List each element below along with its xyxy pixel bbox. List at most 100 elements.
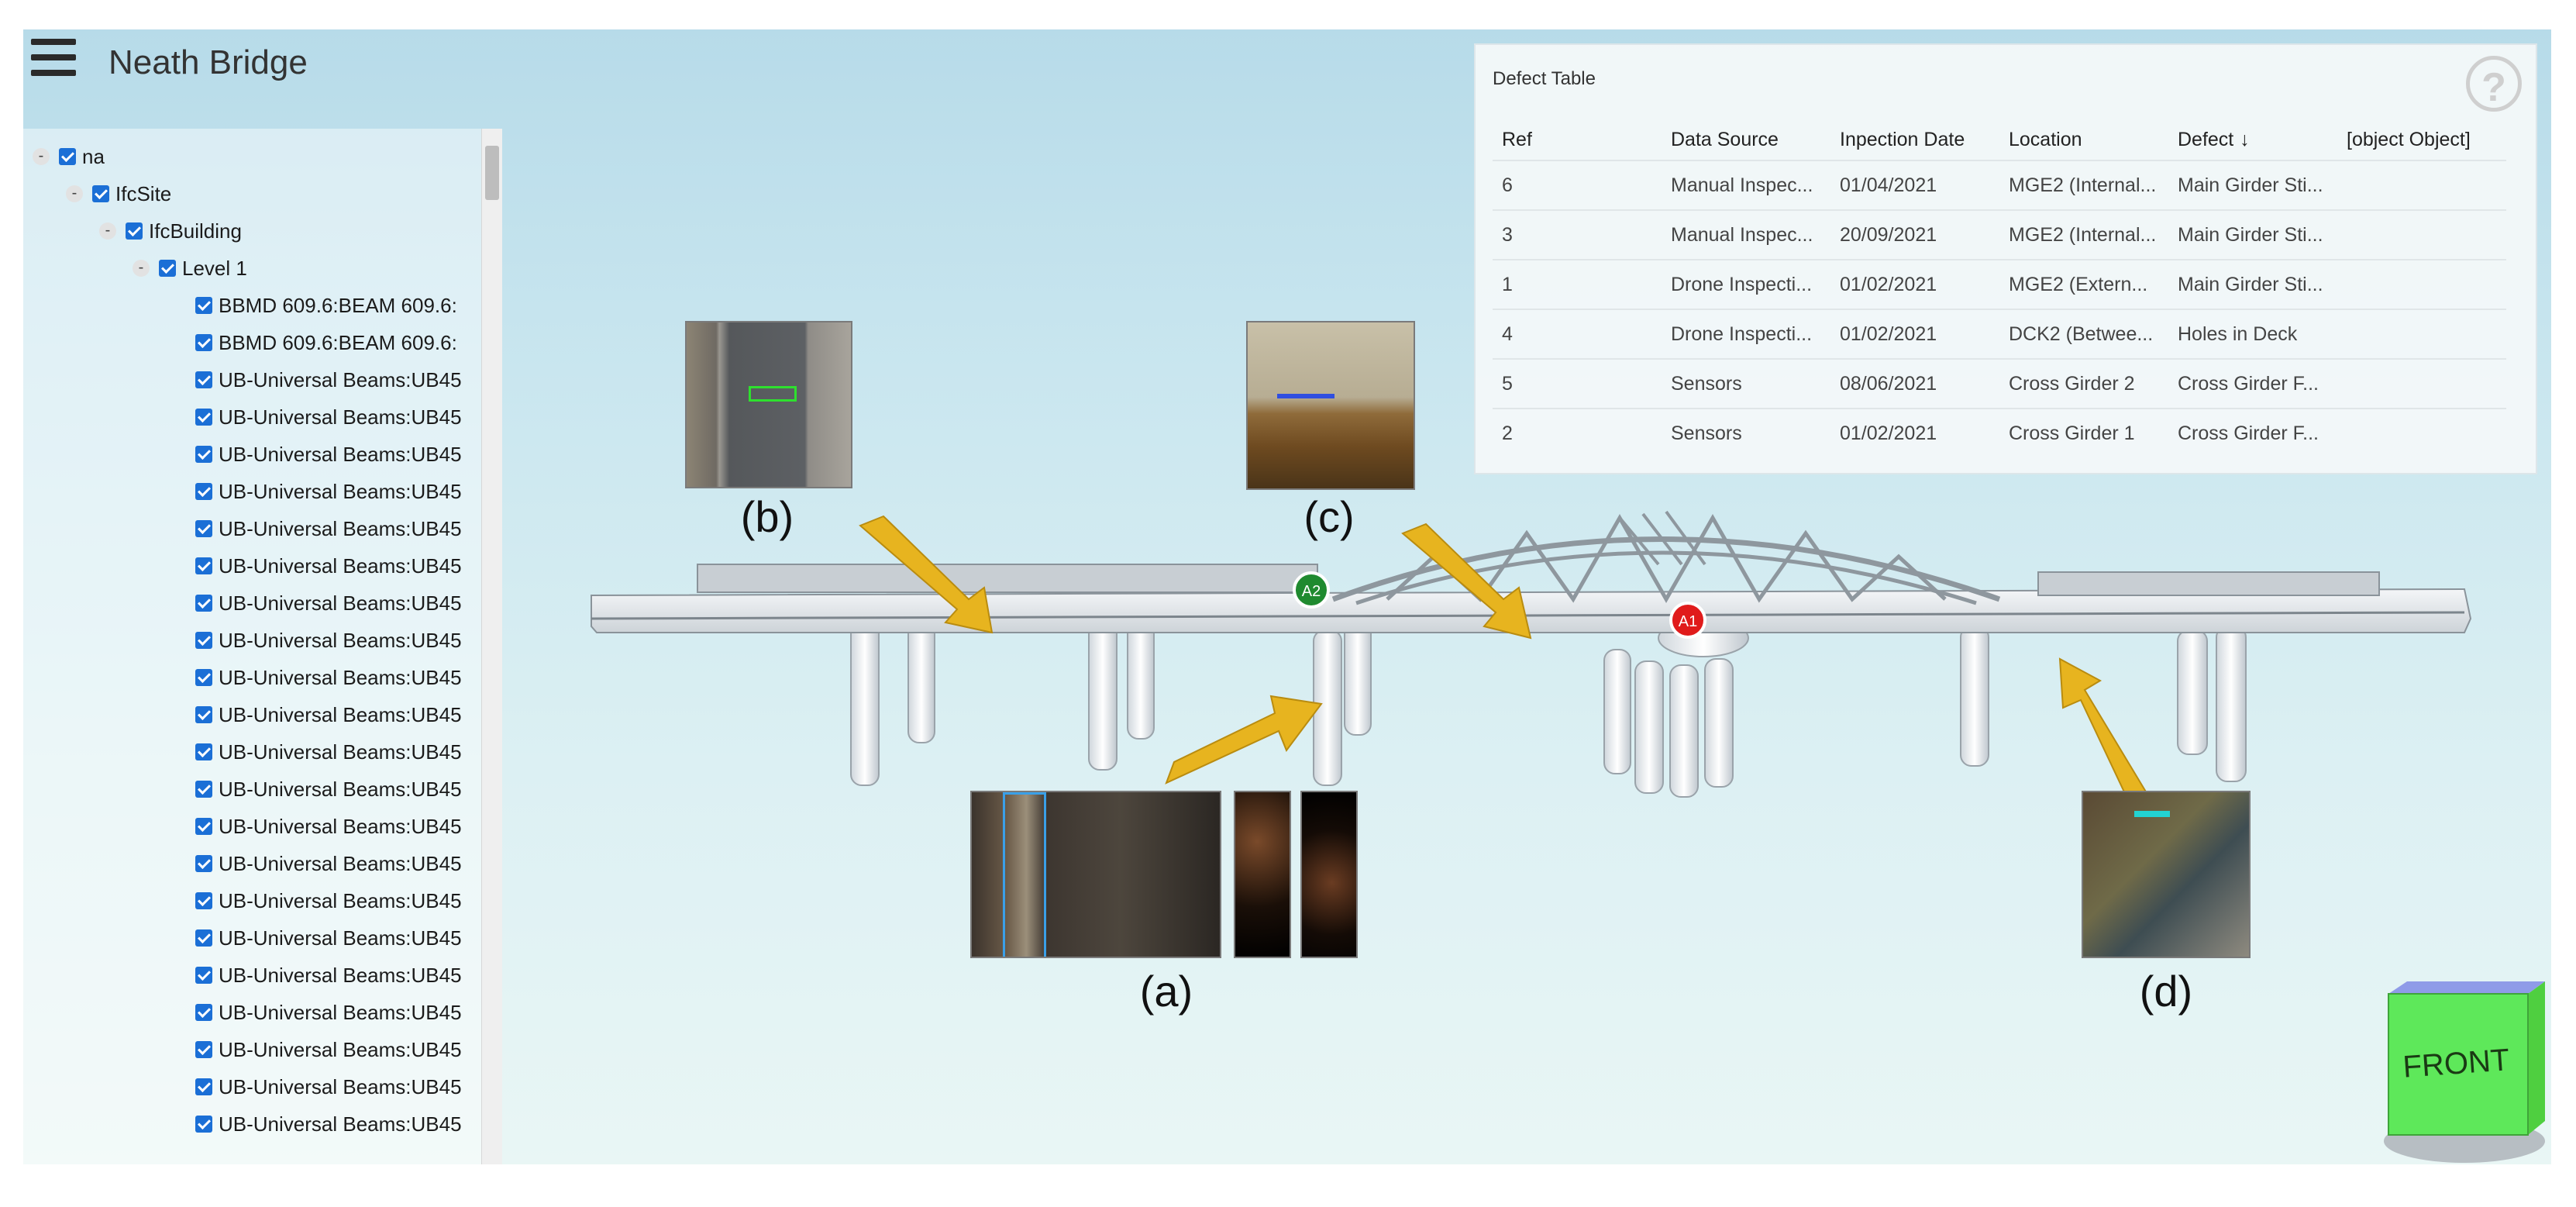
tree-item[interactable]: BBMD 609.6:BEAM 609.6:: [195, 290, 457, 321]
tree-item-checkbox[interactable]: [195, 371, 212, 388]
tree-item-checkbox[interactable]: [195, 1116, 212, 1133]
sort-desc-icon[interactable]: ↓: [2240, 128, 2250, 150]
tree-item[interactable]: UB-Universal Beams:UB45: [195, 364, 462, 395]
tree-item-checkbox[interactable]: [195, 334, 212, 351]
column-header[interactable]: Ref: [1493, 119, 1662, 160]
tree-item-checkbox[interactable]: [195, 483, 212, 500]
model-viewer[interactable]: A2 A1 (b) (c) (a) (d) Neath Bridge -na-I…: [23, 29, 2551, 1164]
collapse-toggle-icon[interactable]: -: [99, 222, 116, 240]
tree-item[interactable]: UB-Universal Beams:UB45: [195, 439, 462, 470]
tree-item[interactable]: BBMD 609.6:BEAM 609.6:: [195, 327, 457, 358]
tree-item[interactable]: UB-Universal Beams:UB45: [195, 736, 462, 767]
tree-item-checkbox[interactable]: [195, 967, 212, 984]
tree-item[interactable]: UB-Universal Beams:UB45: [195, 960, 462, 991]
tree-item-checkbox[interactable]: [195, 520, 212, 537]
tree-item-checkbox[interactable]: [195, 595, 212, 612]
column-header[interactable]: Defect↓: [2168, 119, 2337, 160]
tree-item-checkbox[interactable]: [195, 818, 212, 835]
tree-item-checkbox[interactable]: [126, 222, 143, 240]
tree-item-checkbox[interactable]: [195, 706, 212, 723]
tree-item[interactable]: UB-Universal Beams:UB45: [195, 662, 462, 693]
table-cell: 5: [1493, 358, 1662, 409]
table-cell: Main Girder Sti...: [2168, 160, 2337, 210]
table-cell: Holes in Deck: [2168, 309, 2337, 359]
table-cell: Cross Girder F...: [2168, 408, 2337, 457]
tree-item-label: UB-Universal Beams:UB45: [219, 665, 462, 689]
tree-item-checkbox[interactable]: [92, 185, 109, 202]
tree-item[interactable]: - IfcBuilding: [99, 216, 242, 247]
tree-item-label: IfcBuilding: [149, 219, 242, 243]
tree-item-checkbox[interactable]: [195, 743, 212, 760]
column-header[interactable]: Inpection Date: [1830, 119, 1999, 160]
image-thumbnail-a[interactable]: [970, 791, 1221, 958]
collapse-toggle-icon[interactable]: -: [33, 148, 50, 165]
tree-item[interactable]: UB-Universal Beams:UB45: [195, 1071, 462, 1102]
tree-item[interactable]: UB-Universal Beams:UB45: [195, 699, 462, 730]
table-cell: Manual Inspec...: [1662, 160, 1830, 210]
tree-item[interactable]: UB-Universal Beams:UB45: [195, 402, 462, 433]
tree-item-checkbox[interactable]: [195, 855, 212, 872]
tree-item[interactable]: UB-Universal Beams:UB45: [195, 774, 462, 805]
tree-item[interactable]: UB-Universal Beams:UB45: [195, 997, 462, 1028]
tree-item-checkbox[interactable]: [195, 781, 212, 798]
image-thumbnail-a-mask-2[interactable]: [1300, 791, 1358, 958]
tree-item-checkbox[interactable]: [195, 669, 212, 686]
tree-item[interactable]: UB-Universal Beams:UB45: [195, 476, 462, 507]
tree-item-checkbox[interactable]: [195, 892, 212, 909]
image-thumbnail-b[interactable]: [685, 321, 852, 488]
tree-item-checkbox[interactable]: [195, 446, 212, 463]
view-cube[interactable]: FRONT: [2379, 977, 2548, 1164]
table-cell: [2337, 358, 2506, 409]
tree-item[interactable]: UB-Universal Beams:UB45: [195, 1109, 462, 1140]
column-header[interactable]: Location: [1999, 119, 2168, 160]
tree-item[interactable]: UB-Universal Beams:UB45: [195, 922, 462, 954]
tree-item-checkbox[interactable]: [195, 297, 212, 314]
tree-item[interactable]: UB-Universal Beams:UB45: [195, 550, 462, 581]
column-header[interactable]: Data Source: [1662, 119, 1830, 160]
tree-scrollbar-thumb[interactable]: [485, 146, 499, 200]
table-cell: [2337, 259, 2506, 309]
tree-item-checkbox[interactable]: [195, 1004, 212, 1021]
tree-item[interactable]: -Level 1: [133, 253, 247, 284]
tree-item-checkbox[interactable]: [195, 929, 212, 947]
tree-item[interactable]: UB-Universal Beams:UB45: [195, 588, 462, 619]
marker-a1[interactable]: A1: [1669, 602, 1706, 639]
tree-item[interactable]: UB-Universal Beams:UB45: [195, 811, 462, 842]
tree-item[interactable]: -na: [33, 141, 105, 172]
column-header-label: Data Source: [1671, 128, 1779, 150]
tree-item-checkbox[interactable]: [195, 1078, 212, 1095]
help-icon[interactable]: ?: [2466, 56, 2522, 112]
menu-icon[interactable]: [31, 37, 76, 78]
image-thumbnail-a-mask-1[interactable]: [1234, 791, 1291, 958]
marker-a2[interactable]: A2: [1293, 571, 1330, 609]
bridge-3d-model[interactable]: A2 A1: [23, 29, 2551, 1164]
collapse-toggle-icon[interactable]: -: [66, 185, 83, 202]
column-header-label: Ref: [1502, 128, 1532, 150]
tree-item[interactable]: UB-Universal Beams:UB45: [195, 625, 462, 656]
tree-item[interactable]: UB-Universal Beams:UB45: [195, 513, 462, 544]
tree-scrollbar[interactable]: [481, 129, 502, 1164]
tree-item-checkbox[interactable]: [195, 557, 212, 574]
tree-item-label: UB-Universal Beams:UB45: [219, 888, 462, 912]
image-thumbnail-d[interactable]: [2082, 791, 2251, 958]
collapse-toggle-icon[interactable]: -: [133, 260, 150, 277]
tree-item-label: UB-Universal Beams:UB45: [219, 1074, 462, 1098]
column-header[interactable]: [object Object]: [2337, 119, 2506, 160]
tree-item-checkbox[interactable]: [195, 409, 212, 426]
tree-item[interactable]: UB-Universal Beams:UB45: [195, 885, 462, 916]
tree-item[interactable]: -IfcSite: [66, 178, 171, 209]
tree-item[interactable]: UB-Universal Beams:UB45: [195, 1034, 462, 1065]
tree-item-checkbox[interactable]: [159, 260, 176, 277]
tree-item-checkbox[interactable]: [195, 632, 212, 649]
tree-item[interactable]: UB-Universal Beams:UB45: [195, 848, 462, 879]
tree-item-checkbox[interactable]: [59, 148, 76, 165]
tree-item-checkbox[interactable]: [195, 1041, 212, 1058]
image-thumbnail-c[interactable]: [1246, 321, 1415, 490]
